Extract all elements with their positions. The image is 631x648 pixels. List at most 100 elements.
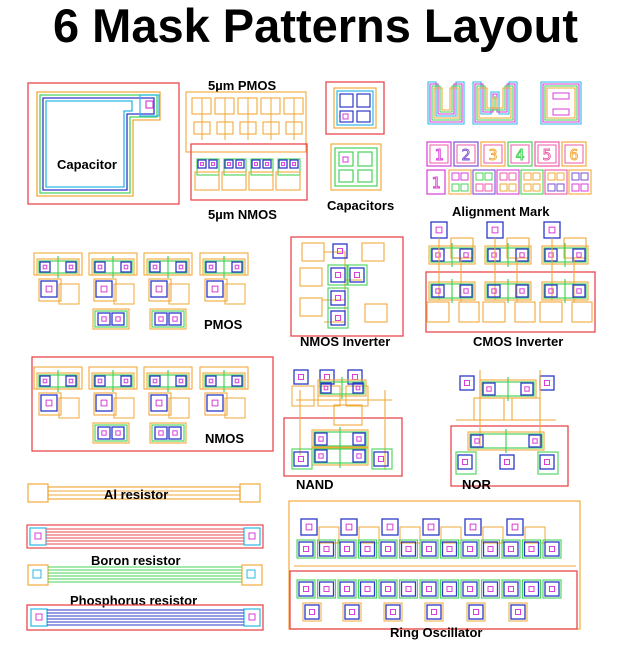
contact-outer <box>293 451 309 467</box>
pmos-array-block: PMOS <box>33 252 249 332</box>
green-resistor: Phosphorus resistor <box>27 564 263 608</box>
pad <box>302 602 322 622</box>
digit-box-3: 3 <box>480 141 506 167</box>
contact-via <box>302 585 310 593</box>
contact-via <box>323 373 331 381</box>
contact-outer <box>421 541 437 557</box>
contact-outer <box>510 604 526 620</box>
contact-via <box>302 545 310 553</box>
contact-cell <box>65 375 77 387</box>
digit-glyph: 4 <box>515 146 524 164</box>
nmos5-diff <box>277 158 301 176</box>
fet-bottom-pad <box>149 422 187 444</box>
pad <box>571 301 593 323</box>
fet-gate-pad <box>113 397 135 419</box>
contact-via <box>345 523 353 531</box>
transistor-cell <box>541 243 589 267</box>
contact-via <box>356 436 362 442</box>
pad <box>458 301 480 323</box>
label-capacitors: Capacitors <box>327 198 394 213</box>
contact-cell <box>149 375 161 387</box>
contact-cell <box>293 451 309 467</box>
contact-cell <box>262 159 272 169</box>
contact-outer <box>528 434 542 448</box>
pad <box>524 526 546 544</box>
contact-outer <box>95 394 113 412</box>
transistor-cell <box>91 370 135 392</box>
fet-bottom-diff <box>94 424 128 442</box>
contact-via <box>524 386 530 392</box>
diff <box>398 539 419 559</box>
pad <box>424 602 444 622</box>
diff <box>455 451 477 475</box>
contact-outer <box>503 541 519 557</box>
contact-outer <box>352 449 366 463</box>
contact-cell <box>330 310 346 326</box>
contact-via <box>491 288 497 294</box>
contact-outer <box>352 432 366 446</box>
fet-bottom-diff <box>94 310 128 328</box>
contact-outer <box>503 581 519 597</box>
contact-via <box>305 523 313 531</box>
contact-cell <box>487 284 501 298</box>
contact-outer <box>380 581 396 597</box>
contact-via <box>425 585 433 593</box>
contact-via <box>576 252 582 258</box>
contact-outer <box>339 581 355 597</box>
contact-outer <box>175 375 187 387</box>
ring-bottom-cell <box>316 579 337 599</box>
nor-gate-block: NOR <box>450 370 569 492</box>
contact-via <box>172 430 178 436</box>
diff <box>460 579 480 599</box>
fet-bottom-pair <box>149 422 187 444</box>
ring-mid-cell <box>419 539 439 559</box>
contact-via <box>234 378 240 384</box>
pad <box>514 301 536 323</box>
contact-outer <box>430 221 448 239</box>
pad <box>473 397 505 421</box>
transistor-cell <box>202 370 246 392</box>
contact-via <box>297 373 305 381</box>
digit-glyph: 5 <box>542 146 551 164</box>
contact-cell <box>515 284 529 298</box>
label-nmos-inverter: NMOS Inverter <box>300 334 390 349</box>
pad <box>511 397 541 421</box>
pad <box>358 526 380 544</box>
contact-outer <box>206 280 224 298</box>
alignment-quad <box>475 172 484 181</box>
ring-oscillator-block: Ring Oscillator <box>288 500 581 640</box>
contact-via <box>474 438 480 444</box>
diff <box>378 579 398 599</box>
contact-outer <box>339 541 355 557</box>
nmos5-pair <box>275 158 301 191</box>
contact-cell <box>330 290 346 306</box>
fet-bottom-pad <box>149 308 187 330</box>
transistor-cell <box>479 377 537 401</box>
digit-inner <box>429 144 449 164</box>
uwb-outline <box>431 85 461 121</box>
ring-top-cell <box>300 518 340 544</box>
pad <box>482 301 506 323</box>
alignment-quad <box>508 172 517 181</box>
contact-cell <box>430 221 448 239</box>
alignment-frame <box>568 169 592 195</box>
contact-outer <box>487 284 501 298</box>
cmos-cell <box>539 221 593 323</box>
contact-cell <box>572 284 586 298</box>
diff <box>296 579 316 599</box>
contact-via <box>100 399 108 407</box>
contact-via <box>323 585 330 593</box>
contact-cell <box>175 375 187 387</box>
contact-via <box>364 585 371 593</box>
contact-outer <box>65 261 77 273</box>
ring-bottom-cell <box>439 579 460 599</box>
contact-cell <box>332 243 348 259</box>
contact-outer <box>320 382 332 394</box>
contact-cell <box>528 434 542 448</box>
contact-cell <box>352 449 366 463</box>
contact-cell <box>468 604 484 620</box>
ring-top-cell <box>506 518 546 544</box>
alignment-quad <box>532 172 541 181</box>
contact-via <box>115 430 121 436</box>
